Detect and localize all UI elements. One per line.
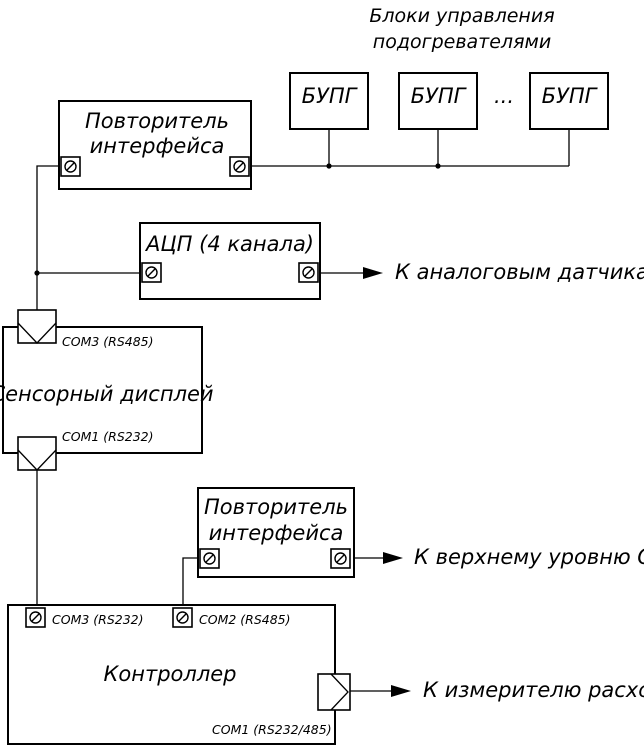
repeater-upper-label-line2: интерфейса (90, 134, 225, 158)
bupg-block-3: БУПГ (529, 72, 609, 130)
repeater-lower: Повторитель интерфейса (197, 487, 355, 578)
controller-com2-label: COM2 (RS485) (199, 612, 291, 627)
touch-display-block: Сенсорный дисплей COM3 (RS485) COM1 (RS2… (0, 309, 214, 471)
controller-com1-label: COM1 (RS232/485) (212, 722, 332, 737)
connector-icon (17, 309, 57, 344)
repeater-lower-label-line2: интерфейса (209, 521, 344, 545)
terminal-icon (229, 156, 250, 177)
terminal-icon (172, 607, 193, 628)
heater-group-label-line1: Блоки управления (369, 5, 554, 27)
bupg-label-1: БУПГ (302, 84, 359, 108)
heater-group-label-line2: подогревателями (373, 31, 551, 53)
to-flow-meter-label: К измерителю расхода (423, 678, 644, 702)
bupg-block-1: БУПГ (289, 72, 369, 130)
terminal-icon (25, 607, 46, 628)
terminal-icon (141, 262, 162, 283)
terminal-icon (60, 156, 81, 177)
wires (34, 129, 570, 692)
repeater-upper-label-line1: Повторитель (85, 109, 229, 133)
connector-icon (317, 673, 351, 711)
controller-block: Контроллер COM3 (RS232) COM2 (RS485) COM… (7, 604, 351, 745)
bupg-block-2: БУПГ (398, 72, 478, 130)
repeater-upper: Повторитель интерфейса (58, 100, 252, 190)
arrow-right-icon (391, 685, 411, 697)
bupg-label-3: БУПГ (542, 84, 599, 108)
controller-label: Контроллер (104, 662, 237, 686)
adc-label: АЦП (4 канала) (144, 232, 314, 256)
arrow-right-icon (383, 552, 403, 564)
display-label: Сенсорный дисплей (0, 382, 214, 406)
to-upper-level-label: К верхнему уровню САУ (414, 545, 644, 569)
terminal-icon (298, 262, 319, 283)
display-com3-label: COM3 (RS485) (62, 334, 154, 349)
repeater-lower-label-line1: Повторитель (204, 495, 348, 519)
connector-icon (17, 436, 57, 471)
controller-com3-label: COM3 (RS232) (52, 612, 144, 627)
terminal-icon (330, 548, 351, 569)
adc-block: АЦП (4 канала) (139, 222, 321, 300)
bupg-label-2: БУПГ (411, 84, 468, 108)
arrow-right-icon (363, 267, 383, 279)
bupg-ellipsis: ... (494, 84, 514, 108)
terminal-icon (199, 548, 220, 569)
to-analog-sensors-label: К аналоговым датчикам (395, 260, 644, 284)
display-com1-label: COM1 (RS232) (62, 429, 154, 444)
